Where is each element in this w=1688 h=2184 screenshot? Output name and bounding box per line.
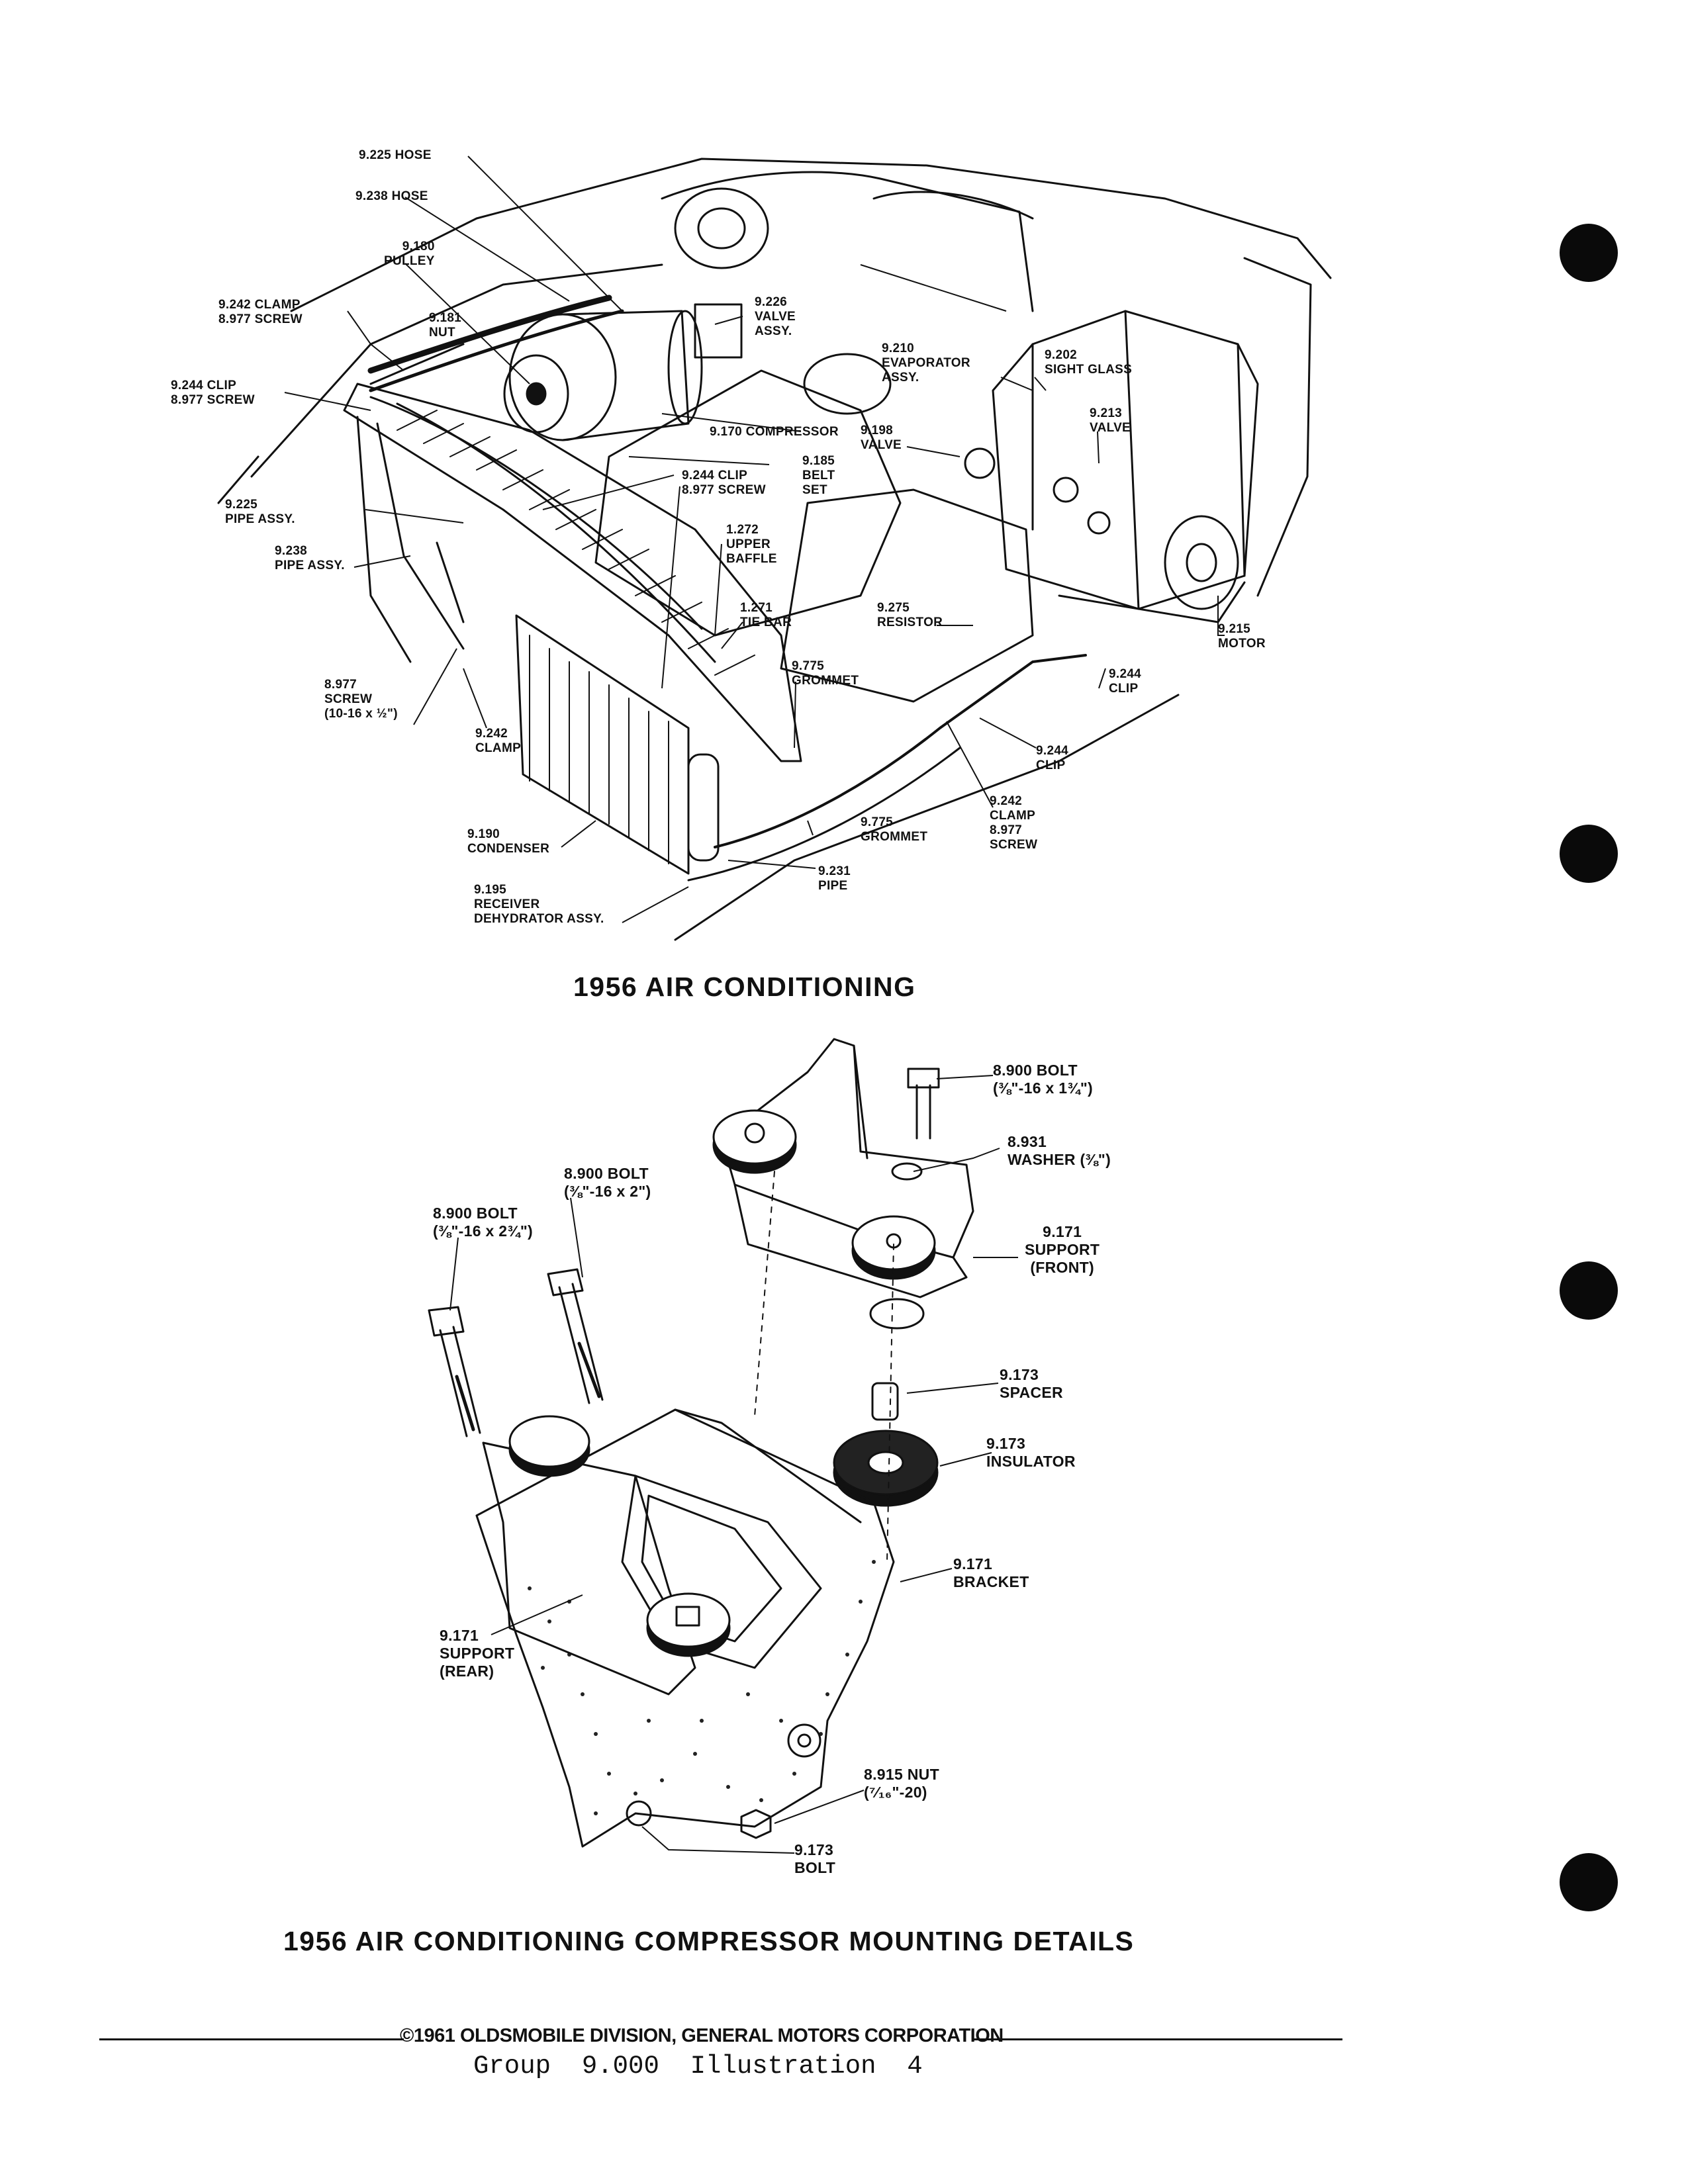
callout-8-900-bolt-middle: 8.900 BOLT (⅜"-16 x 2") <box>564 1165 651 1200</box>
binder-hole-2 <box>1560 825 1618 883</box>
callout-9-171-support-front: 9.171 SUPPORT (FRONT) <box>1025 1223 1100 1276</box>
callout-9-275-resistor: 9.275 RESISTOR <box>877 601 943 629</box>
binder-hole-4 <box>1560 1853 1618 1911</box>
binder-hole-3 <box>1560 1261 1618 1320</box>
footer-rule-right <box>972 2038 1342 2040</box>
callout-9-180-pulley: 9.180 PULLEY <box>384 240 435 268</box>
diagram-2-title: 1956 AIR CONDITIONING COMPRESSOR MOUNTIN… <box>283 1926 1135 1956</box>
callout-9-238-hose: 9.238 HOSE <box>355 189 428 203</box>
callout-9-225-hose: 9.225 HOSE <box>359 148 432 162</box>
callout-9-173-spacer: 9.173 SPACER <box>1000 1366 1063 1401</box>
group-illustration-line: Group 9.000 Illustration 4 <box>473 2052 923 2081</box>
callout-9-215-motor: 9.215 MOTOR <box>1218 622 1266 651</box>
callout-9-170-compressor: 9.170 COMPRESSOR <box>710 425 839 439</box>
callout-8-900-bolt-front: 8.900 BOLT (⅜"-16 x 1¾") <box>993 1062 1093 1097</box>
callout-8-900-bolt-rear: 8.900 BOLT (⅜"-16 x 2¾") <box>433 1205 533 1240</box>
callout-9-195-receiver-dehydrator: 9.195 RECEIVER DEHYDRATOR ASSY. <box>474 883 604 926</box>
callout-9-185-belt-set: 9.185 BELT SET <box>802 454 835 497</box>
callout-9-238-pipe-assy: 9.238 PIPE ASSY. <box>275 544 345 572</box>
callout-9-198-valve: 9.198 VALVE <box>861 424 902 452</box>
callout-9-171-bracket: 9.171 BRACKET <box>953 1555 1029 1590</box>
callout-9-171-support-rear: 9.171 SUPPORT (REAR) <box>440 1627 515 1680</box>
callout-1-271-tie-bar: 1.271 TIE BAR <box>740 601 792 629</box>
callout-9-173-bolt: 9.173 BOLT <box>794 1841 836 1876</box>
callout-9-225-pipe-assy: 9.225 PIPE ASSY. <box>225 498 295 526</box>
callout-9-244-clip-lower: 9.244 CLIP <box>1036 744 1069 772</box>
callout-9-244-clip-center: 9.244 CLIP 8.977 SCREW <box>682 469 766 497</box>
callout-9-775-grommet-lower: 9.775 GROMMET <box>861 815 928 844</box>
callout-9-242-clamp-left: 9.242 CLAMP <box>475 727 522 755</box>
copyright-line: ©1961 OLDSMOBILE DIVISION, GENERAL MOTOR… <box>400 2025 1004 2046</box>
callout-9-775-grommet-upper: 9.775 GROMMET <box>792 659 859 688</box>
callout-9-242-clamp-lower: 9.242 CLAMP 8.977 SCREW <box>990 794 1038 852</box>
callout-9-202-sight-glass: 9.202 SIGHT GLASS <box>1045 348 1133 377</box>
callout-9-213-valve: 9.213 VALVE <box>1090 406 1131 435</box>
callout-9-244-clip-right: 9.244 CLIP <box>1109 667 1142 696</box>
callout-9-231-pipe: 9.231 PIPE <box>818 864 851 893</box>
callout-1-272-upper-baffle: 1.272 UPPER BAFFLE <box>726 523 777 566</box>
callout-8-915-nut: 8.915 NUT (⁷⁄₁₆"-20) <box>864 1766 939 1801</box>
footer-rule-left <box>99 2038 404 2040</box>
callout-9-210-evaporator: 9.210 EVAPORATOR ASSY. <box>882 341 970 385</box>
callout-9-190-condenser: 9.190 CONDENSER <box>467 827 550 856</box>
callout-9-181-nut: 9.181 NUT <box>429 311 462 340</box>
callout-9-173-insulator: 9.173 INSULATOR <box>986 1435 1076 1470</box>
callout-9-242-clamp-top: 9.242 CLAMP 8.977 SCREW <box>218 298 303 326</box>
binder-hole-1 <box>1560 224 1618 282</box>
callout-9-244-clip-left: 9.244 CLIP 8.977 SCREW <box>171 379 255 407</box>
callout-8-977-screw: 8.977 SCREW (10-16 x ½") <box>324 678 398 721</box>
callout-9-226-valve-assy: 9.226 VALVE ASSY. <box>755 295 796 338</box>
callout-8-931-washer: 8.931 WASHER (⅜") <box>1008 1133 1111 1168</box>
diagram-1-title: 1956 AIR CONDITIONING <box>573 972 916 1002</box>
